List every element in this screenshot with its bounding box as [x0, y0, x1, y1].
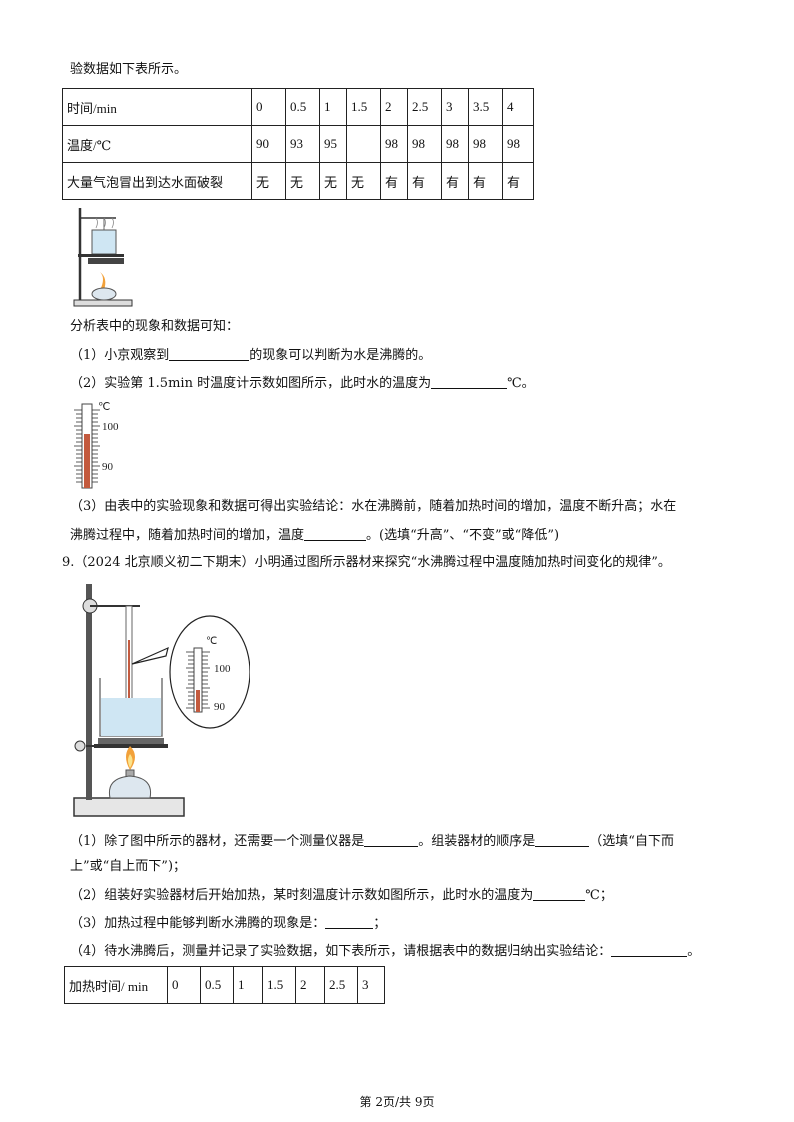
thermo2-unit-label: ℃ [206, 636, 217, 647]
table-cell [346, 125, 381, 163]
p9-q3-suffix: ； [373, 916, 387, 931]
question-2-prefix: （2）实验第 1.5min 时温度计示数如图所示，此时水的温度为 [70, 376, 432, 391]
answer-blank[interactable] [431, 374, 508, 389]
table-row: 温度/℃ 90 93 95 98 98 98 98 98 [62, 125, 534, 163]
table-cell: 0 [167, 966, 201, 1004]
table-cell: 有 [380, 162, 408, 200]
table-cell: 1.5 [262, 966, 296, 1004]
table-cell: 4 [502, 88, 534, 126]
table-cell: 有 [502, 162, 534, 200]
thermo-upper-label: 100 [102, 421, 119, 433]
question-1-suffix: 的现象可以判断为水是沸腾的。 [249, 348, 432, 363]
table-cell: 3 [357, 966, 385, 1004]
p9-question-1-line2: 上”或“自上而下”)； [70, 859, 187, 874]
p9-q4-suffix: 。 [687, 944, 701, 959]
data-table-2: 加热时间/ min 0 0.5 1 1.5 2 2.5 3 [64, 966, 385, 1004]
answer-blank[interactable] [535, 832, 590, 847]
table-cell: 95 [319, 125, 347, 163]
table-cell: 无 [251, 162, 286, 200]
table-cell: 1 [319, 88, 347, 126]
data-table-1: 时间/min 0 0.5 1 1.5 2 2.5 3 3.5 4 温度/℃ 90… [62, 88, 534, 200]
p9-question-4: （4）待水沸腾后，测量并记录了实验数据，如下表所示，请根据表中的数据归纳出实验结… [70, 942, 700, 961]
table-row: 大量气泡冒出到达水面破裂 无 无 无 无 有 有 有 有 有 [62, 162, 534, 200]
p9-question-1: （1）除了图中所示的器材，还需要一个测量仪器是 。组装器材的顺序是 （选填“自下而 [70, 832, 674, 851]
apparatus-figure-small [73, 208, 133, 307]
table-cell: 无 [319, 162, 347, 200]
p9-q1-part-a: （1）除了图中所示的器材，还需要一个测量仪器是 [70, 834, 365, 849]
p9-q2-prefix: （2）组装好实验器材后开始加热，某时刻温度计示数如图所示，此时水的温度为 [70, 888, 534, 903]
question-2-suffix: ℃。 [507, 376, 535, 391]
p9-question-2: （2）组装好实验器材后开始加热，某时刻温度计示数如图所示，此时水的温度为 ℃； [70, 886, 613, 905]
answer-blank[interactable] [325, 914, 374, 929]
table-cell: 0 [251, 88, 286, 126]
table-cell: 98 [380, 125, 408, 163]
table-cell: 0.5 [200, 966, 234, 1004]
intro-line: 验数据如下表所示。 [70, 62, 188, 77]
thermo2-lower-label: 90 [214, 701, 226, 713]
p9-q1-part-b: 。组装器材的顺序是 [418, 834, 536, 849]
table-cell: 98 [407, 125, 442, 163]
table-cell: 2.5 [324, 966, 358, 1004]
table-cell: 有 [407, 162, 442, 200]
question-1-prefix: （1）小京观察到 [70, 348, 170, 363]
p9-q3-prefix: （3）加热过程中能够判断水沸腾的现象是： [70, 916, 326, 931]
answer-blank[interactable] [364, 832, 419, 847]
table-cell: 2 [295, 966, 325, 1004]
table-cell: 温度/℃ [62, 125, 252, 163]
analysis-intro: 分析表中的现象和数据可知： [70, 319, 240, 334]
answer-blank[interactable] [169, 346, 250, 361]
question-3-line1: （3）由表中的实验现象和数据可得出实验结论：水在沸腾前，随着加热时间的增加，温度… [70, 499, 677, 514]
table-cell: 时间/min [62, 88, 252, 126]
answer-blank[interactable] [611, 942, 688, 957]
table-cell: 1 [233, 966, 263, 1004]
answer-blank[interactable] [304, 526, 367, 541]
p9-q2-suffix: ℃； [585, 888, 613, 903]
question-3-prefix: 沸腾过程中，随着加热时间的增加，温度 [70, 528, 305, 543]
table-cell: 98 [441, 125, 469, 163]
table-cell: 有 [441, 162, 469, 200]
question-2: （2）实验第 1.5min 时温度计示数如图所示，此时水的温度为 ℃。 [70, 374, 535, 393]
thermometer-figure-1: ℃ 100 90 [74, 401, 119, 489]
table-cell: 无 [285, 162, 320, 200]
table-cell: 2 [380, 88, 408, 126]
table-cell: 98 [502, 125, 534, 163]
table-row: 加热时间/ min 0 0.5 1 1.5 2 2.5 3 [64, 966, 385, 1004]
p9-q1-part-c: （选填“自下而 [589, 834, 674, 849]
table-cell: 2.5 [407, 88, 442, 126]
p9-question-3: （3）加热过程中能够判断水沸腾的现象是： ； [70, 914, 386, 933]
question-1: （1）小京观察到 的现象可以判断为水是沸腾的。 [70, 346, 431, 365]
table-cell: 98 [468, 125, 503, 163]
table-cell: 无 [346, 162, 381, 200]
apparatus-figure-large: ℃ 100 90 [73, 584, 250, 817]
table-cell: 大量气泡冒出到达水面破裂 [62, 162, 252, 200]
thermo-lower-label: 90 [102, 461, 114, 473]
answer-blank[interactable] [533, 886, 586, 901]
table-cell: 3.5 [468, 88, 503, 126]
p9-q4-prefix: （4）待水沸腾后，测量并记录了实验数据，如下表所示，请根据表中的数据归纳出实验结… [70, 944, 612, 959]
table-row: 时间/min 0 0.5 1 1.5 2 2.5 3 3.5 4 [62, 88, 534, 126]
question-3-suffix: 。(选填“升高”、“不变”或“降低”) [366, 528, 560, 543]
thermo-unit-label: ℃ [98, 401, 110, 413]
problem-9-line: 9.（2024 北京顺义初二下期末）小明通过图所示器材来探究“水沸腾过程中温度随… [62, 555, 671, 570]
thermo2-upper-label: 100 [214, 663, 231, 675]
table-cell: 有 [468, 162, 503, 200]
table-cell: 3 [441, 88, 469, 126]
table-cell: 90 [251, 125, 286, 163]
question-3-line2: 沸腾过程中，随着加热时间的增加，温度 。(选填“升高”、“不变”或“降低”) [70, 526, 559, 545]
page-footer: 第 2页/共 9页 [359, 1095, 435, 1109]
table-cell: 1.5 [346, 88, 381, 126]
table-cell: 0.5 [285, 88, 320, 126]
table-cell: 加热时间/ min [64, 966, 168, 1004]
table-cell: 93 [285, 125, 320, 163]
